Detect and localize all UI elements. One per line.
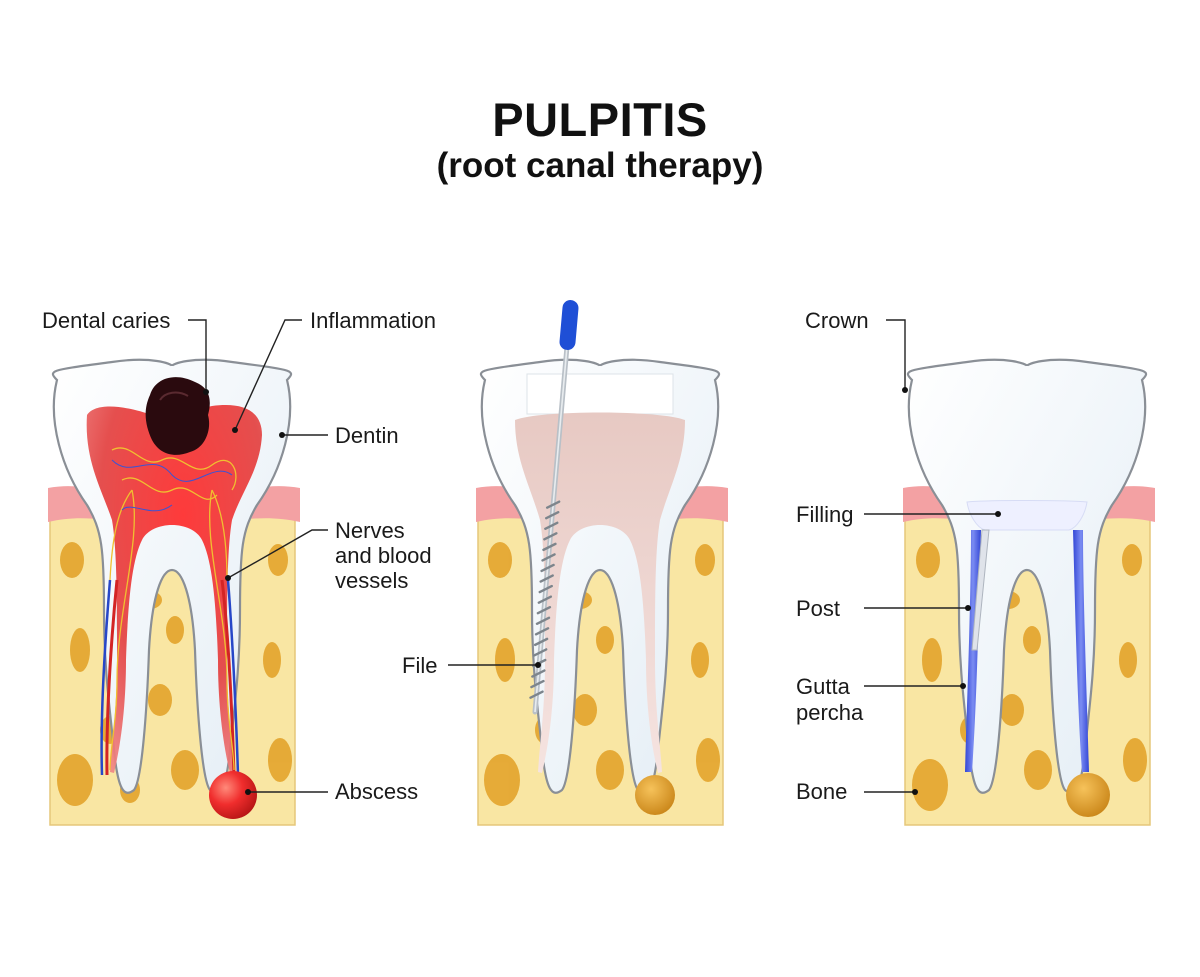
label-post: Post bbox=[796, 596, 840, 621]
label-nerves-line1: Nerves bbox=[335, 518, 405, 543]
caries-cavity bbox=[146, 377, 210, 455]
abscess bbox=[209, 771, 257, 819]
apex-bone bbox=[635, 775, 675, 815]
label-filling: Filling bbox=[796, 502, 853, 527]
label-nerves-line3: vessels bbox=[335, 568, 408, 593]
tooth-inflamed bbox=[48, 360, 300, 825]
label-gutta-line2: percha bbox=[796, 700, 864, 725]
apex-bone bbox=[1066, 773, 1110, 817]
access-opening bbox=[527, 374, 673, 414]
label-file: File bbox=[402, 653, 437, 678]
filling bbox=[967, 501, 1087, 531]
label-dentin: Dentin bbox=[335, 423, 399, 448]
tooth-file bbox=[476, 299, 728, 825]
label-inflammation: Inflammation bbox=[310, 308, 436, 333]
label-crown: Crown bbox=[805, 308, 869, 333]
label-abscess: Abscess bbox=[335, 779, 418, 804]
tooth-filled bbox=[903, 360, 1155, 825]
label-nerves-line2: and blood bbox=[335, 543, 432, 568]
label-bone: Bone bbox=[796, 779, 847, 804]
file-handle bbox=[559, 299, 579, 350]
label-dental-caries: Dental caries bbox=[42, 308, 170, 333]
label-gutta-line1: Gutta bbox=[796, 674, 851, 699]
